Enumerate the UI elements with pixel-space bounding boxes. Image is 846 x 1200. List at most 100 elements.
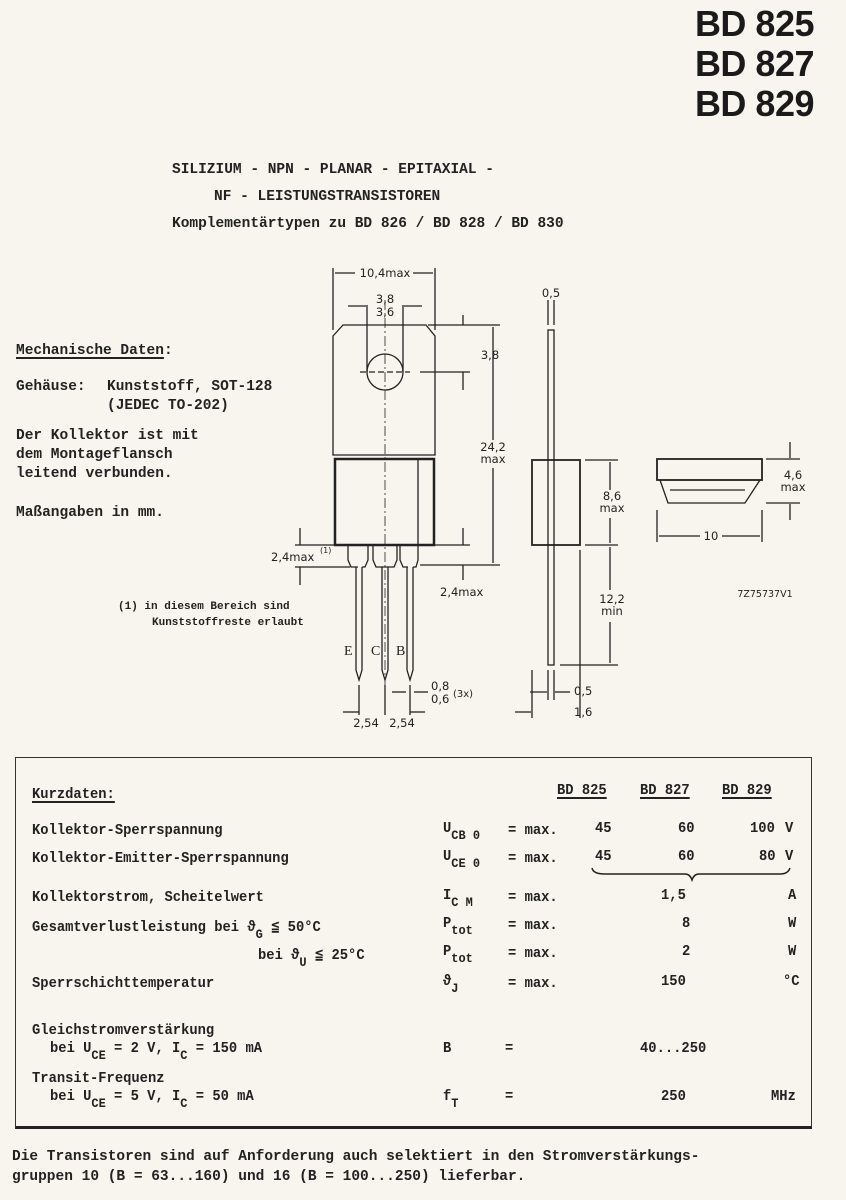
dim-width: 10,4max xyxy=(360,266,411,280)
dim-body-a: 8,6 xyxy=(603,489,621,503)
dim-pitch-1: 2,54 xyxy=(353,716,379,730)
collector-note-3: leitend verbunden. xyxy=(16,466,173,482)
units-note: Maßangaben in mm. xyxy=(16,505,164,521)
row-condition: bei UCE = 2 V, IC = 150 mA xyxy=(50,1040,262,1063)
symbol: U xyxy=(443,848,452,865)
dim-pin-count: (3x) xyxy=(453,689,473,700)
pin-label-c: C xyxy=(371,644,380,659)
footnote-line1: (1) in diesem Bereich sind xyxy=(118,601,290,613)
cond-sub2: C xyxy=(180,1096,188,1111)
footer-line1: Die Transistoren sind auf Anforderung au… xyxy=(12,1149,700,1165)
row-condition: bei UCE = 5 V, IC = 50 mA xyxy=(50,1088,254,1111)
lead-emitter xyxy=(355,567,363,683)
row-eq: = max. xyxy=(508,889,558,906)
type-title-bd827: BD 827 xyxy=(694,43,815,84)
label-sub: U xyxy=(299,955,307,970)
symbol: P xyxy=(443,943,452,960)
row-label: Gesamtverlustleistung bei ϑG ≦ 50°C xyxy=(32,917,321,942)
dim-total-a: 24,2 xyxy=(480,440,506,454)
row-unit: W xyxy=(788,915,797,932)
row-label: bei ϑU ≦ 25°C xyxy=(258,945,365,970)
cond-b: = 5 V, I xyxy=(105,1088,181,1105)
row-symbol: UCE 0 xyxy=(443,848,480,871)
row-eq: = max. xyxy=(508,850,558,867)
row-eq: = xyxy=(505,1040,514,1057)
value-bd829: 80 xyxy=(759,848,776,865)
label-text: Gesamtverlustleistung bei ϑ xyxy=(32,919,256,936)
row-label: Kollektorstrom, Scheitelwert xyxy=(32,889,264,906)
mechanical-heading: Mechanische Daten: xyxy=(16,342,173,361)
cond-c: = 150 mA xyxy=(187,1040,263,1057)
row-eq: = max. xyxy=(508,945,558,962)
value-bd827: 60 xyxy=(678,848,695,865)
type-title-bd825: BD 825 xyxy=(694,3,815,44)
dim-hole-min: 3,6 xyxy=(376,305,394,319)
column-bd825: BD 825 xyxy=(557,782,607,799)
row-value: 250 xyxy=(661,1088,686,1105)
kurzdaten-heading: Kurzdaten: xyxy=(32,786,115,803)
collector-note-1: Der Kollektor ist mit xyxy=(16,428,199,444)
pin-label-b: B xyxy=(396,644,405,659)
dim-body-b: max xyxy=(599,501,624,515)
subtitle-line1: SILIZIUM - NPN - PLANAR - EPITAXIAL - xyxy=(172,162,494,178)
row-value: 150 xyxy=(661,973,686,990)
row-unit: V xyxy=(785,848,794,865)
collector-note-2: dem Montageflansch xyxy=(16,447,173,463)
side-body xyxy=(531,459,581,546)
flange-outline xyxy=(332,324,436,456)
row-label: Kollektor-Sperrspannung xyxy=(32,822,223,839)
column-bd829: BD 829 xyxy=(722,782,772,799)
row-unit: °C xyxy=(783,973,800,990)
dim-pin-min: 0,6 xyxy=(431,692,449,706)
row-symbol: UCB 0 xyxy=(443,820,480,843)
dim-lead-length-a: 12,2 xyxy=(599,592,625,606)
row-label: Kollektor-Emitter-Sperrspannung xyxy=(32,850,289,867)
dim-lead-left-note: (1) xyxy=(320,546,331,555)
row-symbol: IC M xyxy=(443,887,473,910)
dim-side-bottom-1: 0,5 xyxy=(574,684,592,698)
row-label: Sperrschichttemperatur xyxy=(32,975,215,992)
symbol-sub: CB 0 xyxy=(451,828,481,843)
symbol: ϑ xyxy=(443,973,452,990)
kurzdaten-box xyxy=(15,757,812,1129)
dim-lead-length-b: min xyxy=(601,604,623,618)
subtitle-line3: Komplementärtypen zu BD 826 / BD 828 / B… xyxy=(172,216,564,232)
cond-b: = 2 V, I xyxy=(105,1040,181,1057)
footnote-line2: Kunststoffreste erlaubt xyxy=(152,617,304,629)
label-sub: G xyxy=(255,927,263,942)
dim-side-bottom-2: 1,6 xyxy=(574,705,592,719)
row-unit: V xyxy=(785,820,794,837)
row-symbol: Ptot xyxy=(443,915,473,938)
symbol: P xyxy=(443,915,452,932)
dim-top-height-b: max xyxy=(780,480,805,494)
dim-hole-pos: 3,8 xyxy=(481,348,499,362)
top-view-body xyxy=(656,458,763,481)
dim-top-width: 10 xyxy=(704,529,719,543)
symbol: f xyxy=(443,1088,452,1105)
side-tab xyxy=(547,329,555,666)
row-eq: = xyxy=(505,1088,514,1105)
row-label: Gleichstromverstärkung xyxy=(32,1022,215,1039)
cond-sub2: C xyxy=(180,1048,188,1063)
brace-icon xyxy=(591,867,791,882)
label-text: bei ϑ xyxy=(258,947,300,964)
housing-label: Gehäuse: xyxy=(16,379,86,395)
mechanical-heading-text: Mechanische Daten xyxy=(16,343,164,359)
value-bd825: 45 xyxy=(595,848,612,865)
type-title-bd829: BD 829 xyxy=(694,83,815,124)
footer-line2: gruppen 10 (B = 63...160) und 16 (B = 10… xyxy=(12,1169,526,1185)
row-unit: W xyxy=(788,943,797,960)
dim-pin-max: 0,8 xyxy=(431,679,449,693)
symbol: I xyxy=(443,887,452,904)
cond-c: = 50 mA xyxy=(187,1088,254,1105)
row-value: 40...250 xyxy=(640,1040,707,1057)
dim-top-height-a: 4,6 xyxy=(784,468,802,482)
symbol-sub: T xyxy=(451,1096,459,1111)
label-condition: ≦ 50°C xyxy=(271,919,321,936)
row-unit: A xyxy=(788,887,797,904)
row-unit: MHz xyxy=(771,1088,796,1105)
cond-a: bei U xyxy=(50,1088,92,1105)
symbol-sub: tot xyxy=(451,923,473,938)
symbol-sub: CE 0 xyxy=(451,856,481,871)
dim-hole-max: 3,8 xyxy=(376,292,394,306)
